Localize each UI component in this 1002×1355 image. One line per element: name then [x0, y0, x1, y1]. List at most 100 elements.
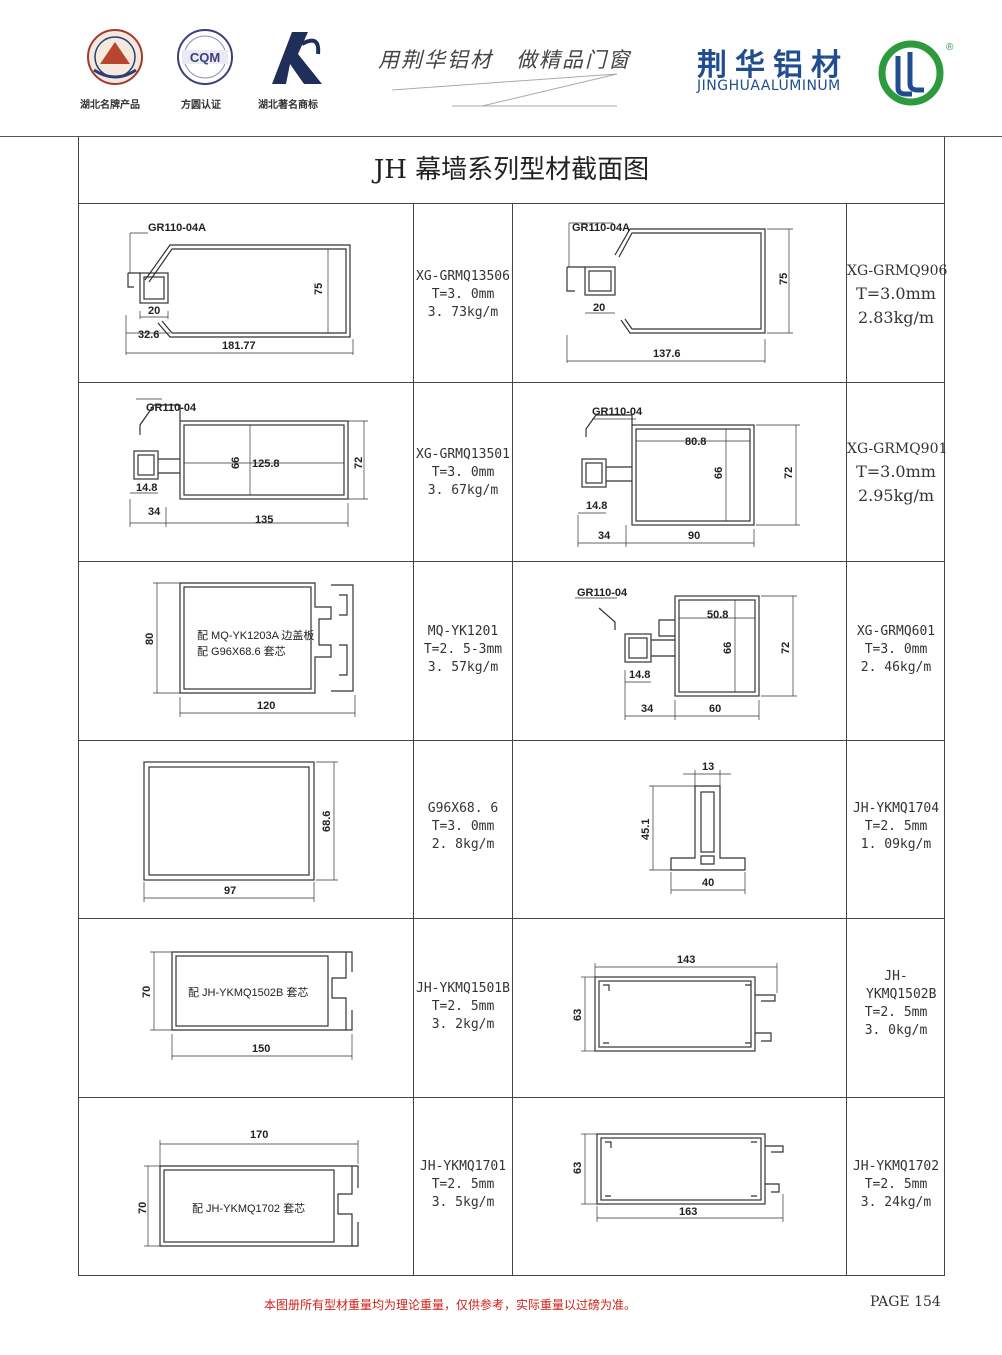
section-drawing: 170 70 配 JH-YKMQ1702 套芯: [130, 1122, 390, 1257]
section-drawing: GR110-04A 75 20 32.6 181.77: [100, 215, 400, 365]
section-drawing: 63 163: [565, 1120, 805, 1230]
profile-weight: 3. 67kg/m: [427, 483, 499, 498]
profile-spec: XG-GRMQ906 T=3.0mm 2.83kg/m: [847, 260, 948, 330]
brand-name-cn: 荆华铝材: [697, 48, 849, 83]
dim-label: 70: [137, 1202, 149, 1214]
section-drawing: GR110-04 66 125.8 72 14.8 34 135: [110, 395, 400, 545]
dim-label: 32.6: [138, 329, 159, 341]
profile-spec: JH-YKMQ1501B T=2. 5mm 3. 2kg/m: [414, 980, 512, 1034]
profile-weight: 3. 2kg/m: [431, 1017, 495, 1032]
profile-weight: 3. 0kg/m: [864, 1023, 928, 1038]
dim-label: 20: [148, 305, 160, 317]
section-drawing: GR110-04A 75 20 137.6: [555, 215, 825, 365]
page-number: PAGE 154: [870, 1294, 941, 1310]
dim-label: 80: [144, 633, 156, 645]
profile-spec: XG-GRMQ601 T=3. 0mm 2. 46kg/m: [847, 623, 945, 677]
dim-label: 14.8: [586, 500, 607, 512]
profile-thickness: T=3. 0mm: [431, 465, 495, 480]
famous-brand-seal-icon: [80, 24, 150, 90]
profile-weight: 2. 8kg/m: [431, 837, 495, 852]
cqm-logo-text: CQM: [190, 50, 220, 65]
dim-label: 97: [224, 885, 236, 897]
grid-divider: [78, 740, 945, 741]
brand-name-en: JINGHUAALUMINUM: [697, 78, 841, 94]
weight-disclaimer: 本图册所有型材重量均为理论重量，仅供参考，实际重量以过磅为准。: [264, 1298, 637, 1312]
dim-label: 50.8: [707, 609, 728, 621]
section-drawing: 13 45.1 40: [625, 752, 775, 902]
registered-mark: ®: [946, 42, 954, 53]
profile-code: XG-GRMQ906: [847, 263, 948, 279]
profile-code: JH-YKMQ1702: [852, 1159, 940, 1174]
section-drawing: GR110-04 50.8 66 72 14.8 34 60: [575, 578, 815, 728]
dim-label: 181.77: [222, 340, 256, 352]
profile-thickness: T=2. 5mm: [431, 999, 495, 1014]
dim-label: 163: [679, 1206, 697, 1218]
profile-spec: JH-YKMQ1701 T=2. 5mm 3. 5kg/m: [414, 1158, 512, 1212]
cqm-caption: 方圆认证: [181, 100, 221, 111]
dim-label: 80.8: [685, 436, 706, 448]
section-drawing: 80 120 配 MQ-YK1203A 边盖板 配 G96X68.6 套芯: [135, 575, 395, 725]
accessory-code: GR110-04A: [148, 222, 206, 234]
profile-spec: JH-YKMQ1702 T=2. 5mm 3. 24kg/m: [847, 1158, 945, 1212]
profile-table: [78, 137, 945, 1276]
profile-spec: XG-GRMQ13501 T=3. 0mm 3. 67kg/m: [414, 446, 512, 500]
profile-thickness: T=2. 5mm: [431, 1177, 495, 1192]
dim-label: 34: [641, 703, 654, 715]
profile-code: XG-GRMQ13501: [416, 447, 510, 462]
slogan: 用荆华铝材 做精品门窗: [378, 48, 631, 72]
profile-code: G96X68. 6: [427, 801, 499, 816]
accessory-code: GR110-04: [146, 402, 197, 414]
dim-label: 63: [572, 1162, 584, 1174]
fitting-note: 配 JH-YKMQ1702 套芯: [192, 1201, 305, 1215]
dim-label: 72: [783, 467, 795, 479]
section-drawing: 143 63: [565, 945, 805, 1070]
brand-logo-icon: ®: [878, 38, 958, 112]
dim-label: 75: [313, 283, 325, 295]
grid-divider: [78, 561, 945, 562]
fitting-note: 配 JH-YKMQ1502B 套芯: [188, 985, 308, 999]
profile-weight: 2.83kg/m: [857, 308, 935, 327]
profile-code: XG-GRMQ13506: [416, 269, 510, 284]
dim-label: 125.8: [252, 458, 280, 470]
profile-weight: 3. 24kg/m: [860, 1195, 932, 1210]
famous-trademark-icon: [262, 24, 332, 90]
profile-code: MQ-YK1201: [427, 624, 499, 639]
dim-label: 72: [780, 642, 792, 654]
cqm-certification-icon: CQM: [170, 24, 240, 90]
grid-divider: [78, 1097, 945, 1098]
page-title: JH 幕墙系列型材截面图: [78, 137, 945, 204]
accessory-code: GR110-04: [592, 406, 643, 418]
slogan-underline: [391, 72, 622, 116]
dim-label: 14.8: [136, 482, 157, 494]
profile-spec: XG-GRMQ901 T=3.0mm 2.95kg/m: [847, 438, 948, 508]
profile-weight: 1. 09kg/m: [860, 837, 932, 852]
profile-code: XG-GRMQ901: [847, 441, 948, 457]
dim-label: 60: [709, 703, 721, 715]
profile-code: JH-YKMQ1501B: [416, 981, 510, 996]
profile-spec: XG-GRMQ13506 T=3. 0mm 3. 73kg/m: [414, 268, 512, 322]
page-header: 湖北名牌产品 CQM 方圆认证 湖北著名商标 用荆华铝材 做精品门窗 荆华铝材 …: [0, 0, 1002, 136]
profile-weight: 2.95kg/m: [857, 486, 935, 505]
profile-thickness: T=2. 5mm: [864, 1005, 928, 1020]
dim-label: 66: [713, 467, 725, 479]
profile-spec: G96X68. 6 T=3. 0mm 2. 8kg/m: [414, 800, 512, 854]
famous-trademark-caption: 湖北著名商标: [258, 100, 318, 111]
dim-label: 20: [593, 302, 605, 314]
dim-label: 120: [257, 700, 275, 712]
profile-thickness: T=3. 0mm: [431, 819, 495, 834]
dim-label: 75: [778, 273, 790, 285]
section-drawing: GR110-04 80.8 66 72 14.8 34 90: [570, 395, 830, 555]
profile-spec: JH-YKMQ1704 T=2. 5mm 1. 09kg/m: [847, 800, 945, 854]
profile-thickness: T=3.0mm: [856, 462, 936, 481]
dim-label: 13: [702, 761, 714, 773]
dim-label: 137.6: [653, 348, 681, 360]
fitting-note: 配 G96X68.6 套芯: [197, 644, 286, 658]
profile-code: JH-YKMQ1502B: [866, 969, 937, 1002]
profile-weight: 3. 73kg/m: [427, 305, 499, 320]
dim-label: 66: [722, 642, 734, 654]
dim-label: 45.1: [640, 819, 652, 840]
profile-code: JH-YKMQ1701: [419, 1159, 507, 1174]
accessory-code: GR110-04A: [572, 222, 630, 234]
profile-weight: 3. 5kg/m: [431, 1195, 495, 1210]
dim-label: 68.6: [321, 811, 333, 832]
